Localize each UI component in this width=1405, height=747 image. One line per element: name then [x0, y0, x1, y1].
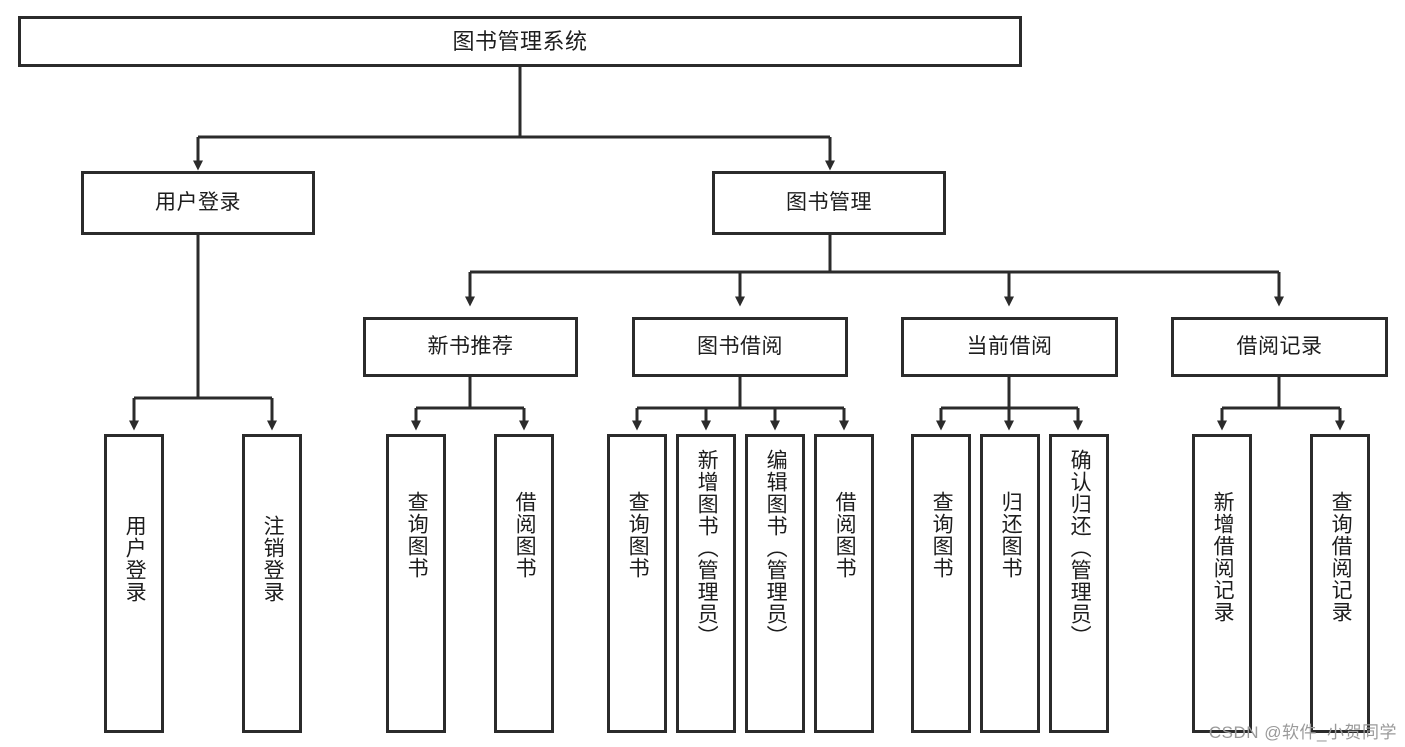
leaf-edit-book-admin[interactable]: 编辑图书（管理员）: [745, 434, 805, 733]
node-label: 用户登录: [155, 190, 241, 214]
leaf-label: 用户登录: [123, 515, 147, 603]
leaf-label: 借阅图书: [513, 491, 537, 579]
node-current-borrow[interactable]: 当前借阅: [901, 317, 1118, 377]
node-book-management[interactable]: 图书管理: [712, 171, 946, 235]
node-label: 当前借阅: [966, 334, 1053, 358]
leaf-label: 查询图书: [930, 491, 954, 579]
leaf-label: 新增图书（管理员）: [695, 449, 719, 647]
leaf-label: 确认归还（管理员）: [1068, 449, 1092, 647]
leaf-add-borrow-record[interactable]: 新增借阅记录: [1192, 434, 1252, 733]
node-borrow-record[interactable]: 借阅记录: [1171, 317, 1388, 377]
node-label: 图书借阅: [697, 334, 783, 358]
leaf-label: 归还图书: [999, 491, 1023, 579]
leaf-borrow-book[interactable]: 借阅图书: [814, 434, 874, 733]
node-label: 新书推荐: [427, 334, 514, 358]
leaf-confirm-return-admin[interactable]: 确认归还（管理员）: [1049, 434, 1109, 733]
leaf-label: 查询图书: [626, 491, 650, 579]
node-label: 借阅记录: [1236, 334, 1323, 358]
node-root-system[interactable]: 图书管理系统: [18, 16, 1022, 67]
leaf-label: 查询借阅记录: [1329, 491, 1353, 623]
leaf-query-book-current[interactable]: 查询图书: [911, 434, 971, 733]
node-label: 图书管理系统: [452, 28, 588, 54]
watermark-text: CSDN @软件_小贺同学: [1208, 723, 1397, 742]
leaf-label: 注销登录: [261, 515, 285, 603]
leaf-user-login[interactable]: 用户登录: [104, 434, 164, 733]
leaf-add-book-admin[interactable]: 新增图书（管理员）: [676, 434, 736, 733]
leaf-label: 查询图书: [405, 491, 429, 579]
leaf-query-book-recommend[interactable]: 查询图书: [386, 434, 446, 733]
leaf-label: 编辑图书（管理员）: [764, 449, 788, 647]
node-label: 图书管理: [786, 190, 872, 214]
node-new-book-recommend[interactable]: 新书推荐: [363, 317, 578, 377]
leaf-borrow-book-recommend[interactable]: 借阅图书: [494, 434, 554, 733]
leaf-label: 借阅图书: [833, 491, 857, 579]
node-user-login[interactable]: 用户登录: [81, 171, 315, 235]
leaf-query-book-borrow[interactable]: 查询图书: [607, 434, 667, 733]
leaf-return-book[interactable]: 归还图书: [980, 434, 1040, 733]
leaf-label: 新增借阅记录: [1211, 491, 1235, 623]
leaf-query-borrow-record[interactable]: 查询借阅记录: [1310, 434, 1370, 733]
node-book-borrow[interactable]: 图书借阅: [632, 317, 848, 377]
leaf-logout[interactable]: 注销登录: [242, 434, 302, 733]
